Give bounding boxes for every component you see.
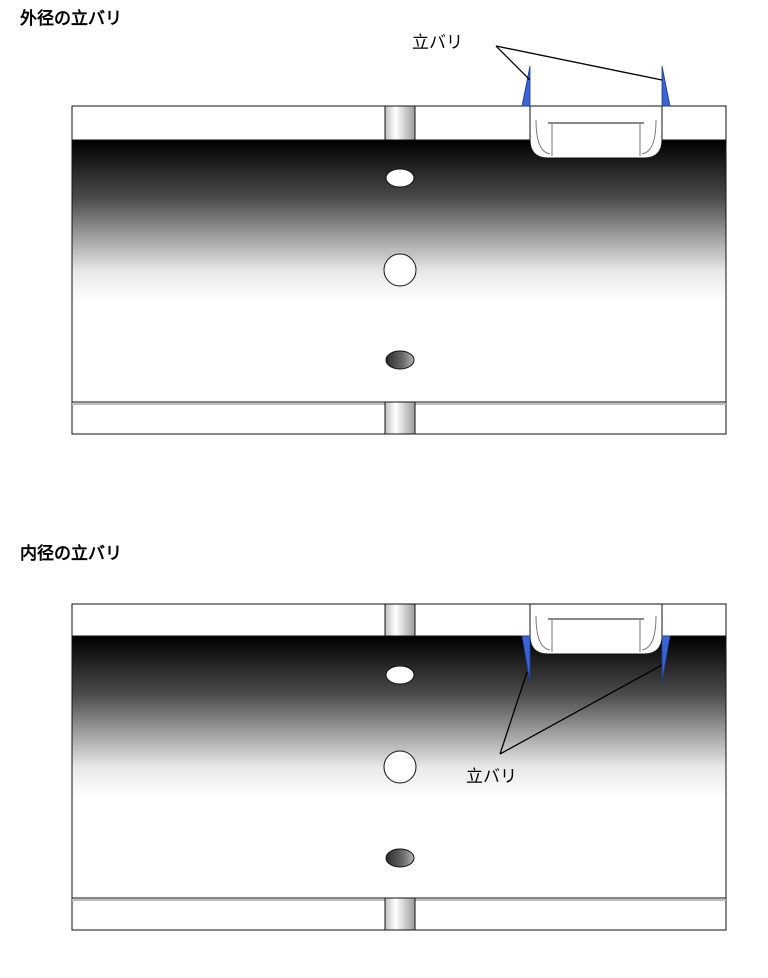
outer-burr-title: 外径の立バリ <box>20 9 122 29</box>
notch <box>529 105 663 159</box>
hole-bottom <box>385 848 415 868</box>
bottom-slot <box>384 401 416 435</box>
leader-line-right <box>495 45 663 81</box>
leader-line-right <box>499 664 663 755</box>
hole-middle <box>383 253 417 287</box>
burr-left <box>521 635 531 683</box>
burr-right <box>661 635 671 683</box>
burr-callout-label: 立バリ <box>412 33 463 53</box>
burr-left <box>521 65 531 107</box>
hole-top <box>385 168 415 188</box>
top-slot <box>384 105 416 141</box>
leader-line-left <box>495 45 531 81</box>
outer-burr-diagram: 立バリ <box>71 33 727 435</box>
top-slot <box>384 603 416 637</box>
notch <box>529 603 663 655</box>
hole-middle <box>383 750 417 784</box>
hole-top <box>385 665 415 685</box>
leader-line-left <box>499 671 528 755</box>
hole-bottom <box>385 350 415 370</box>
burr-callout-label: 立バリ <box>466 767 517 787</box>
inner-burr-title: 内径の立バリ <box>20 544 122 564</box>
burr-right <box>661 65 671 107</box>
bottom-slot <box>384 897 416 931</box>
inner-burr-diagram: 立バリ <box>71 603 727 931</box>
